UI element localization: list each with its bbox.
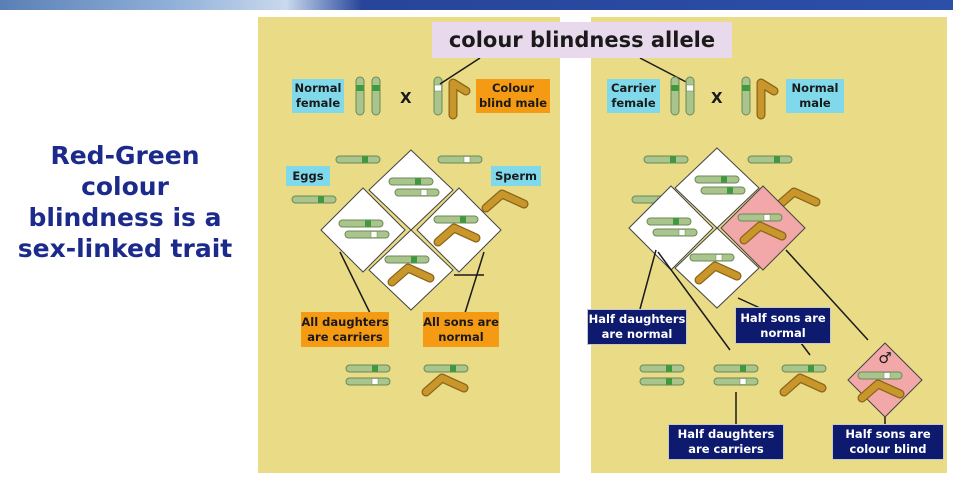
heading-line: sex-linked trait [17,234,233,263]
normal-male-label: Normal male [786,79,844,113]
cross-symbol: X [400,89,412,107]
heading-line: colour [81,172,169,201]
all-sons-normal-label: All sons are normal [423,312,499,347]
heading-line: blindness is a [28,203,222,232]
heading-line: Red-Green [50,141,200,170]
cross-symbol: X [711,89,723,107]
slide-heading: Red-Green colour blindness is a sex-link… [0,140,250,264]
sperm-label: Sperm [491,166,541,186]
colour-blind-male-label: Colour blind male [476,79,550,113]
half-daughters-carriers-label: Half daughters are carriers [668,424,784,460]
top-banner [0,0,953,10]
half-sons-normal-label: Half sons are normal [735,307,831,344]
half-sons-colour-blind-label: Half sons are colour blind [832,424,944,460]
normal-female-label: Normal female [292,79,344,113]
punnett-square-right [628,147,806,309]
normal-father-chromosomes [741,76,774,115]
all-daughters-carriers-label: All daughters are carriers [301,312,389,347]
carrier-mother-chromosomes [670,76,695,116]
mother-chromosomes [355,76,381,116]
eggs-label: Eggs [286,166,330,186]
father-chromosomes [433,76,466,115]
half-daughters-normal-label: Half daughters are normal [587,309,687,345]
male-symbol: ♂ [878,349,891,367]
allele-title: colour blindness allele [432,22,732,58]
carrier-female-label: Carrier female [607,79,660,113]
